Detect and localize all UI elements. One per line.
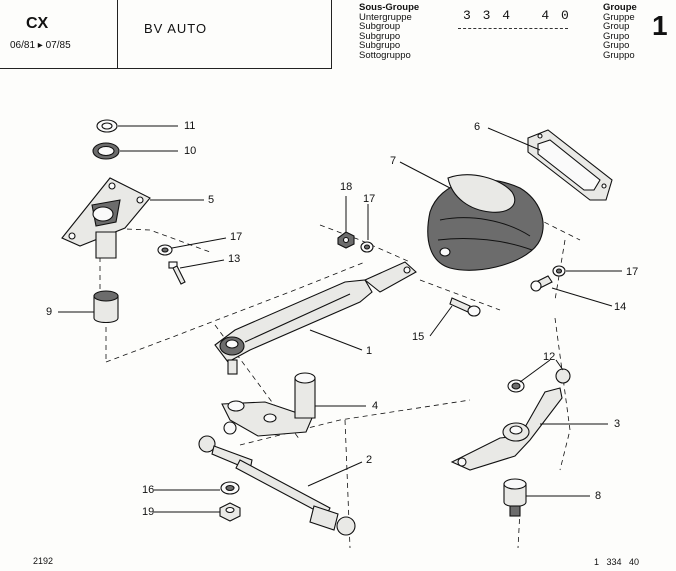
group-label-fr: Groupe — [603, 2, 637, 13]
part-19-nut — [219, 502, 241, 522]
production-period: 06/81 ▸ 07/85 — [10, 40, 71, 51]
callout-17-mid: 17 — [363, 193, 376, 205]
callout-9: 9 — [46, 306, 53, 318]
header-title-box: BV AUTO — [117, 0, 332, 69]
group-label-de: Gruppe — [603, 11, 635, 23]
part-4-bracket — [221, 372, 316, 437]
part-14-bolt — [530, 275, 553, 292]
callout-17-right: 17 — [626, 266, 639, 278]
part-9-bushing — [93, 290, 119, 324]
callout-11: 11 — [184, 120, 196, 132]
subgroup-labels: Sous-Groupe Untergruppe Subgroup Subgrup… — [359, 3, 419, 61]
subgroup-label-it: Sottogruppo — [359, 49, 411, 61]
group-label-es: Grupo — [603, 30, 630, 42]
callout-6: 6 — [474, 121, 481, 133]
group-label-en: Group — [603, 21, 630, 33]
callout-15: 15 — [412, 331, 425, 343]
group-number: 1 — [652, 10, 668, 41]
callout-3: 3 — [614, 418, 621, 430]
callout-5: 5 — [208, 194, 215, 206]
group-label-pt: Grupo — [603, 40, 630, 52]
group-labels: Groupe Gruppe Group Grupo Grupo Gruppo — [603, 3, 637, 61]
subgroup-label-de: Untergruppe — [359, 11, 412, 23]
callout-1: 1 — [366, 345, 373, 357]
header-model-box: CX 06/81 ▸ 07/85 — [0, 0, 118, 69]
part-17-washer-right — [552, 265, 566, 277]
callout-10: 10 — [184, 145, 197, 157]
part-17-washer-mid — [360, 241, 374, 253]
callout-2: 2 — [366, 454, 373, 466]
part-8-stud — [503, 478, 527, 517]
subgroup-label-pt: Subgrupo — [359, 40, 401, 52]
part-16-washer — [220, 481, 240, 495]
callout-19: 19 — [142, 506, 155, 518]
callout-14: 14 — [614, 301, 627, 313]
part-5-housing — [61, 177, 151, 259]
part-10-seal — [92, 142, 120, 160]
model-code: CX — [26, 15, 49, 32]
subgroup-code-underline — [458, 27, 568, 29]
callout-4: 4 — [372, 400, 379, 412]
page-title: BV AUTO — [144, 21, 208, 36]
callout-7: 7 — [390, 155, 397, 167]
part-15-bolt — [449, 297, 481, 317]
callout-18: 18 — [340, 181, 353, 193]
part-13-bolt — [168, 261, 186, 285]
subgroup-label-en: Subgroup — [359, 21, 401, 33]
footer-reference: 1 334 40 — [594, 557, 640, 567]
group-label-it: Gruppo — [603, 49, 635, 61]
part-11-ring — [96, 119, 118, 133]
subgroup-label-fr: Sous-Groupe — [359, 2, 420, 13]
part-12-ring — [507, 379, 525, 393]
callout-13: 13 — [228, 253, 241, 265]
part-7-gaiter — [427, 174, 544, 271]
subgroup-code: 3 3 4 4 0 — [463, 8, 571, 23]
part-1-lever — [214, 261, 417, 375]
part-3-lever — [450, 368, 571, 471]
part-2-link-rod — [198, 421, 356, 536]
callout-12: 12 — [543, 351, 556, 363]
callout-16: 16 — [142, 484, 155, 496]
part-17-washer-left — [157, 244, 173, 256]
part-6-bezel — [527, 129, 613, 201]
leader-lines — [58, 125, 622, 513]
callout-17-left: 17 — [230, 231, 243, 243]
part-18-nut — [337, 231, 355, 249]
subgroup-label-es: Subgrupo — [359, 30, 401, 42]
callout-8: 8 — [595, 490, 602, 502]
footer-plate-number: 2192 — [33, 556, 54, 566]
